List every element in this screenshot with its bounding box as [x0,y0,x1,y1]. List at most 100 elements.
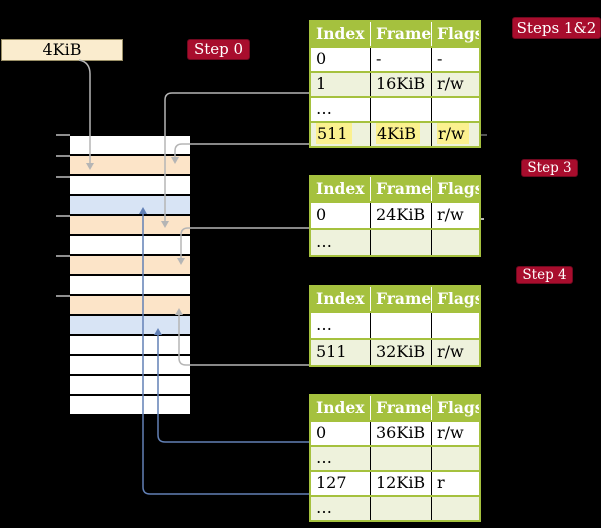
memory-frame-row-table [70,216,190,236]
address-tick [56,155,70,157]
table-cell: 4KiB [370,123,431,146]
table-row: … [311,445,479,470]
table-cell [370,98,431,121]
table-cell: 511 [311,340,370,365]
table-cell: 1 [311,73,370,96]
memory-frame-row-free [70,336,190,356]
highlighted-value: 511 [316,123,352,144]
step-4-badge: Step 4 [516,266,573,284]
memory-frame-row-table [70,296,190,316]
table-cell: 127 [316,473,347,492]
table-cell [370,447,431,470]
column-header-flags: Flags [431,177,479,201]
memory-frame-row-free [70,136,190,156]
physical-memory-column [70,134,190,416]
table-cell [370,230,431,255]
table-cell [431,313,479,338]
table-cell: r [431,472,479,495]
memory-frame-row-table [70,156,190,176]
table-cell [370,497,431,520]
step-0-badge: Step 0 [187,39,250,60]
table-cell: r/w [431,340,479,365]
memory-frame-row-free [70,176,190,196]
table-row: … [311,311,479,338]
table-row: 511 4KiB r/w [311,121,479,146]
step-3-badge: Step 3 [521,159,578,177]
table-cell [431,98,479,121]
table-cell: 511 [311,123,370,146]
address-tick [56,134,70,136]
memory-frame-row-free [70,356,190,376]
table-cell: - [431,48,479,71]
table-cell [431,497,479,520]
address-tick [56,176,70,178]
column-header-flags: Flags [431,287,479,311]
memory-frame-row-free [70,376,190,396]
column-header-frame: Frame [370,287,431,311]
column-header-index: Index [311,396,370,420]
column-header-flags: Flags [431,22,479,46]
table-cell: r/w [431,422,479,445]
column-header-index: Index [311,287,370,311]
column-header-frame: Frame [370,22,431,46]
memory-frame-row-page [70,316,190,336]
table-cell: 36KiB [370,422,431,445]
column-header-frame: Frame [370,396,431,420]
table-row: … [311,96,479,121]
highlighted-value: 4KiB [376,123,421,144]
table-cell: 0 [316,423,327,442]
address-tick [56,295,70,297]
table-cell: 0 [316,205,327,224]
frame-4kib-box: 4KiB [1,39,123,61]
memory-frame-row-free [70,396,190,416]
table-row: 0 -- [311,46,479,71]
table-row: … [311,228,479,255]
column-header-index: Index [311,22,370,46]
table-cell: 12KiB [370,472,431,495]
table-cell: … [316,315,332,334]
highlighted-value: r/w [437,123,469,144]
address-tick [56,255,70,257]
table-cell: - [370,48,431,71]
table-cell: … [311,447,370,470]
column-header-flags: Flags [431,396,479,420]
table-cell: 24KiB [370,203,431,228]
table-cell: … [311,497,370,520]
table-cell: … [316,99,332,118]
frame-4kib-label: 4KiB [42,40,82,59]
table-cell: 32KiB [370,340,431,365]
steps-1-2-badge: Steps 1&2 [512,17,601,39]
table-row: … [311,495,479,520]
column-header-frame: Frame [370,177,431,201]
table-cell: 16KiB [370,73,431,96]
table-cell [431,230,479,255]
address-tick [56,215,70,217]
table-cell [431,447,479,470]
memory-frame-row-free [70,236,190,256]
column-header-index: Index [311,177,370,201]
table-cell: r/w [431,73,479,96]
memory-frame-row-free [70,276,190,296]
table-cell: … [311,230,370,255]
memory-frame-row-page [70,196,190,216]
table-cell: 0 [316,49,327,68]
table-cell [370,313,431,338]
table-cell: r/w [431,203,479,228]
table-cell: r/w [431,123,479,146]
memory-frame-row-table [70,256,190,276]
connector-stub [481,134,487,136]
